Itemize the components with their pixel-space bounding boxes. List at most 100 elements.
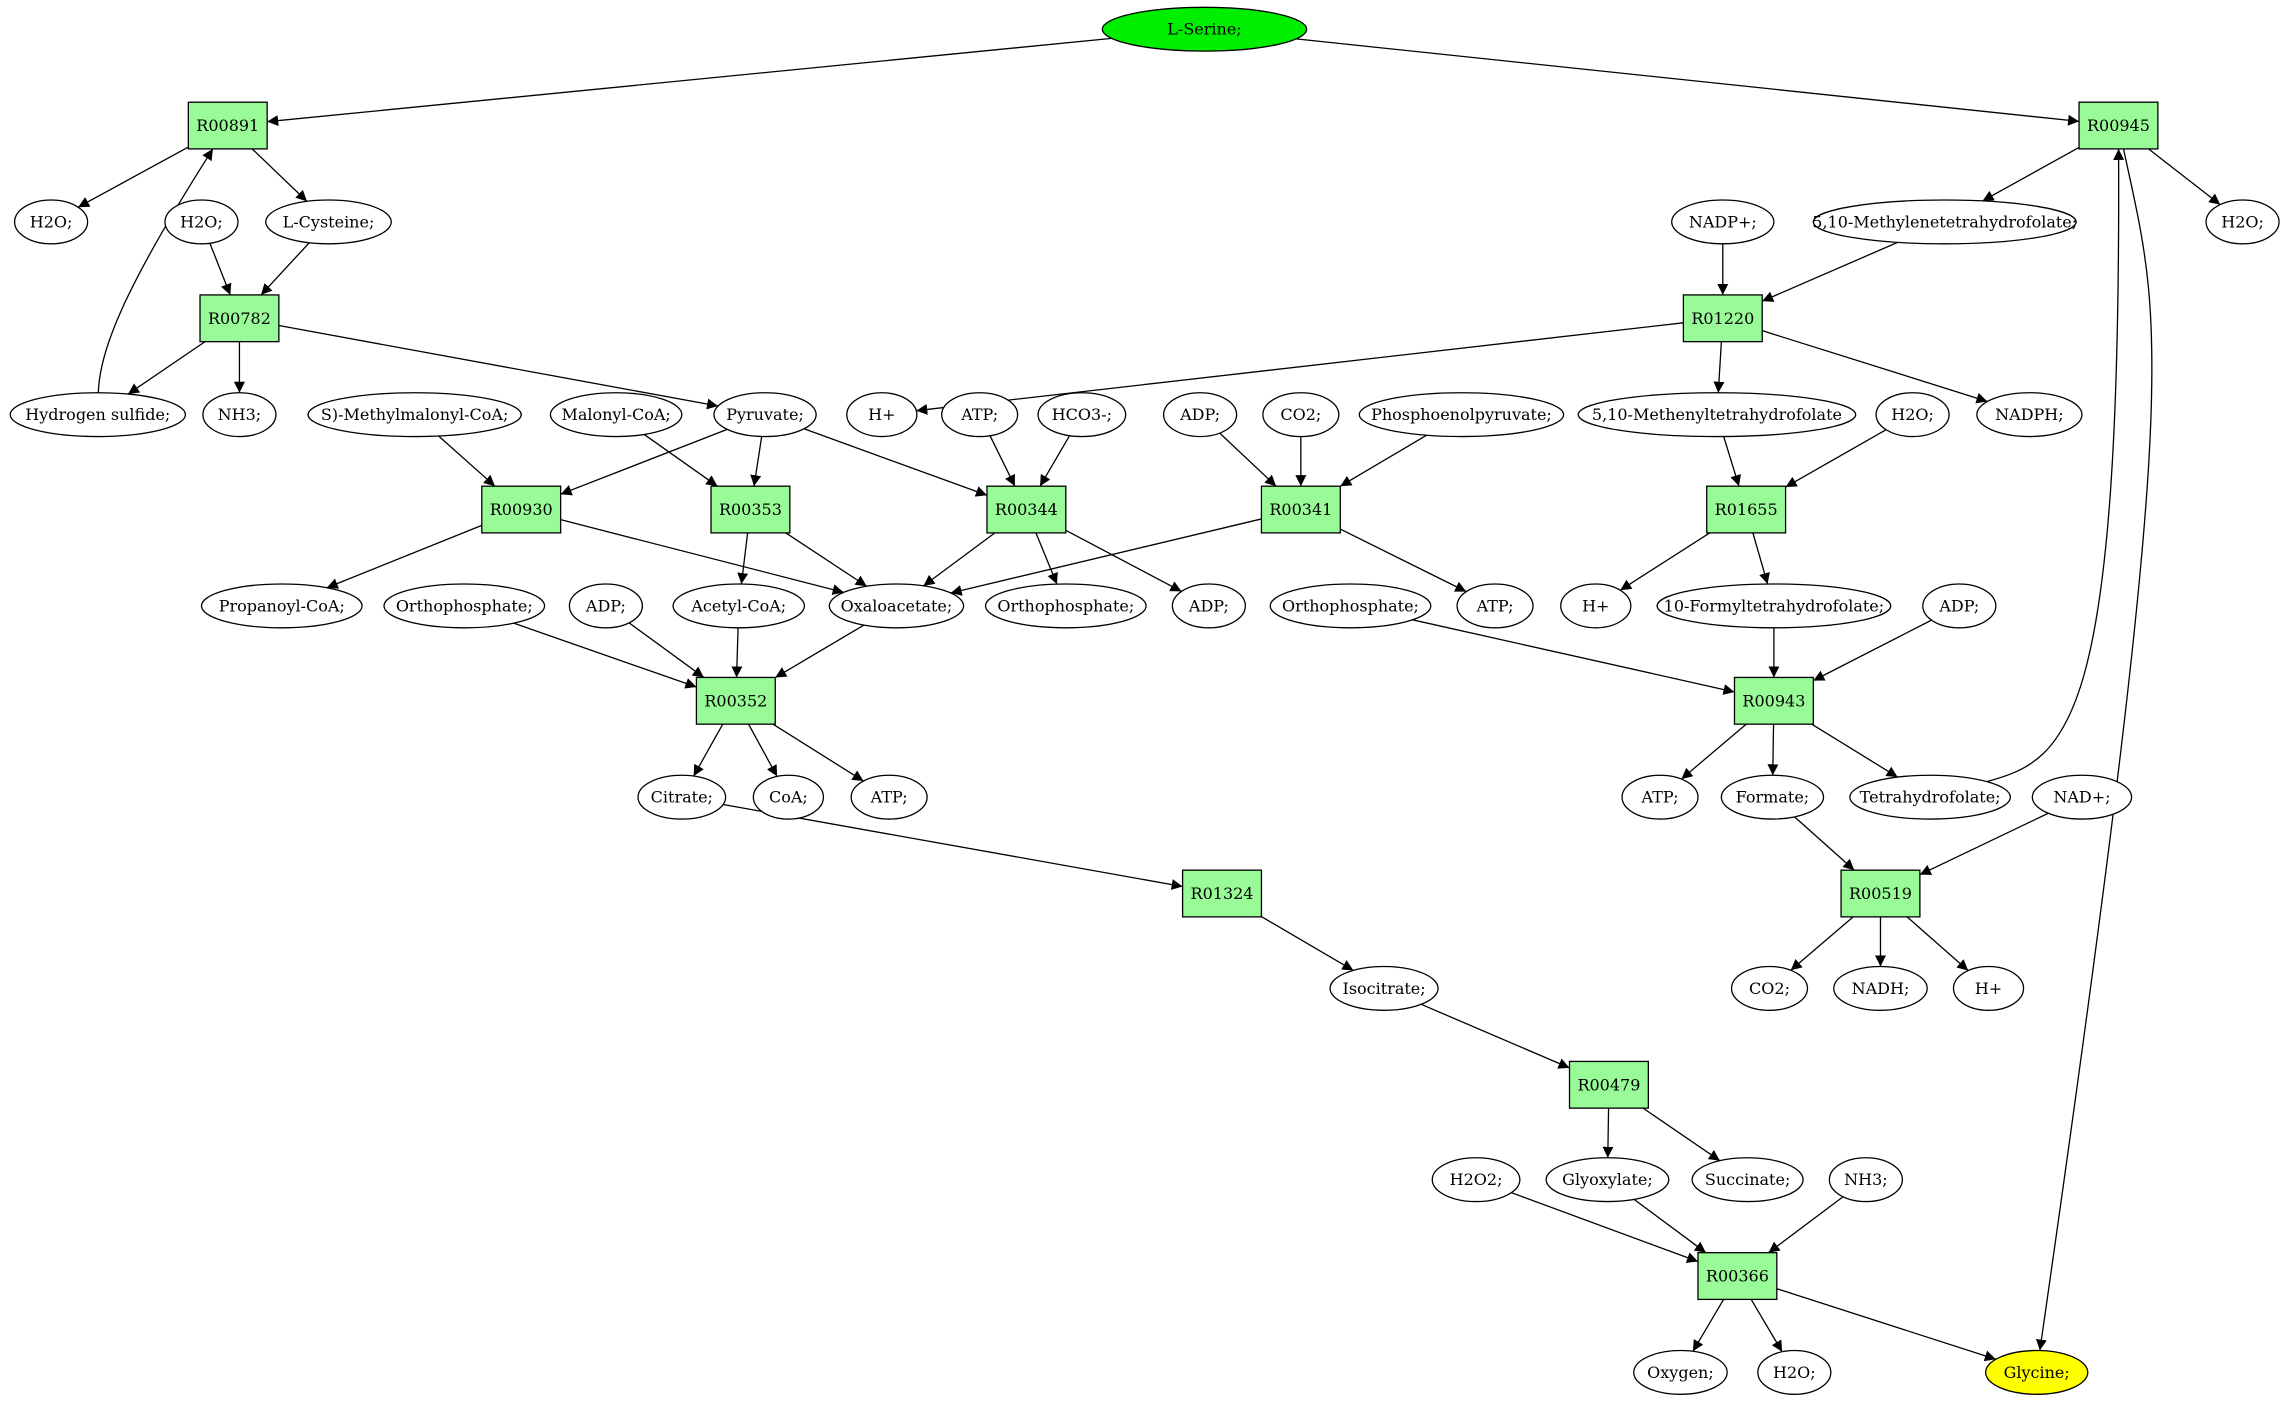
reaction-node-R01324[interactable]: R01324: [1181, 869, 1263, 918]
compound-node-succinate[interactable]: Succinate;: [1691, 1157, 1804, 1203]
node-label: Hydrogen sulfide;: [25, 405, 170, 424]
compound-node-pyruvate[interactable]: Pyruvate;: [713, 392, 817, 438]
reaction-node-R00519[interactable]: R00519: [1840, 869, 1921, 918]
compound-node-hplus_b[interactable]: H+: [1560, 583, 1632, 629]
reaction-node-R00352[interactable]: R00352: [695, 676, 776, 725]
compound-ellipse: [1812, 199, 2077, 245]
compound-node-nadh[interactable]: NADH;: [1833, 965, 1928, 1011]
reaction-node-R01220[interactable]: R01220: [1682, 294, 1763, 343]
compound-ellipse: [383, 583, 546, 629]
compound-node-nh3_b[interactable]: NH3;: [1828, 1157, 1904, 1203]
compound-node-formate[interactable]: Formate;: [1720, 774, 1825, 820]
reaction-node-R00945[interactable]: R00945: [2078, 101, 2159, 150]
compound-ellipse: [1730, 965, 1809, 1011]
reaction-node-R00782[interactable]: R00782: [199, 294, 280, 343]
compound-node-h2s[interactable]: Hydrogen sulfide;: [9, 392, 187, 438]
compound-node-atp_a[interactable]: ATP;: [941, 392, 1019, 438]
compound-node-h2o2[interactable]: H2O2;: [1431, 1157, 1521, 1203]
compound-node-glyoxylate[interactable]: Glyoxylate;: [1545, 1157, 1670, 1203]
edge-R00930-to-oaa: [560, 519, 844, 595]
compound-ellipse: [1037, 392, 1127, 438]
compound-node-glycine[interactable]: Glycine;: [1984, 1349, 2089, 1395]
compound-node-mthf[interactable]: 5,10-Methylenetetrahydrofolate;: [1812, 199, 2077, 245]
compound-node-formylthf[interactable]: 10-Formyltetrahydrofolate;: [1656, 583, 1892, 629]
compound-node-nadpplus[interactable]: NADP+;: [1671, 199, 1775, 245]
edge-nadplus-to-R00519: [1919, 812, 2049, 876]
reaction-node-R00344[interactable]: R00344: [986, 485, 1067, 534]
compound-node-citrate[interactable]: Citrate;: [637, 774, 727, 820]
node-label: L-Cysteine;: [283, 212, 375, 231]
reaction-node-R00891[interactable]: R00891: [187, 101, 268, 150]
edge-R00782-to-pyruvate: [278, 324, 719, 410]
edge-mthf-to-R01220: [1761, 241, 1898, 302]
reaction-node-R00943[interactable]: R00943: [1733, 676, 1814, 725]
reaction-node-R00479[interactable]: R00479: [1568, 1060, 1649, 1109]
compound-node-atp_b[interactable]: ATP;: [1456, 583, 1534, 629]
edge-h2s-to-R00891: [97, 148, 214, 393]
reaction-node-R00366[interactable]: R00366: [1697, 1252, 1778, 1301]
compound-node-adp_b[interactable]: ADP;: [568, 583, 644, 629]
node-label: Succinate;: [1705, 1170, 1790, 1189]
compound-node-cysteine[interactable]: L-Cysteine;: [265, 199, 392, 245]
reaction-node-R00353[interactable]: R00353: [710, 485, 791, 534]
compound-node-h2o_c[interactable]: H2O;: [2205, 199, 2280, 245]
node-label: ADP;: [1179, 405, 1220, 424]
compound-node-hplus_c[interactable]: H+: [1952, 965, 2025, 1011]
reaction-box: [2078, 101, 2159, 150]
reaction-node-R00930[interactable]: R00930: [481, 485, 562, 534]
compound-node-smmcoa[interactable]: S)-Methylmalonyl-CoA;: [307, 392, 522, 438]
reaction-box: [1682, 294, 1763, 343]
edge-serine-to-R00891: [267, 37, 1112, 127]
compound-node-atp_d[interactable]: ATP;: [1621, 774, 1699, 820]
edge-adp_a-to-R00341: [1219, 432, 1277, 487]
edge-smmcoa-to-R00930: [438, 435, 496, 487]
compound-node-h2o_d[interactable]: H2O;: [1875, 392, 1950, 438]
reaction-box: [695, 676, 776, 725]
compound-node-nh3_a[interactable]: NH3;: [202, 392, 277, 438]
node-label: NH3;: [1844, 1170, 1888, 1189]
compound-node-adp_d[interactable]: ADP;: [1922, 583, 1997, 629]
compound-node-isocitrate[interactable]: Isocitrate;: [1329, 965, 1439, 1011]
edge-pi_c-to-R00943: [1412, 619, 1735, 695]
compound-node-adp_c[interactable]: ADP;: [1171, 583, 1247, 629]
compound-node-methenyl[interactable]: 5,10-Methenyltetrahydrofolate: [1577, 392, 1857, 438]
compound-node-pi_c[interactable]: Orthophosphate;: [1269, 583, 1432, 629]
edge-R00945-to-mthf: [1982, 146, 2080, 202]
compound-node-co2_a[interactable]: CO2;: [1262, 392, 1340, 438]
node-label: Isocitrate;: [1343, 979, 1426, 998]
node-label: HCO3-;: [1052, 405, 1112, 424]
compound-node-h2o_e[interactable]: H2O;: [1757, 1349, 1832, 1395]
compound-node-atp_c[interactable]: ATP;: [850, 774, 928, 820]
reaction-box: [187, 101, 268, 150]
compound-node-hco3[interactable]: HCO3-;: [1037, 392, 1127, 438]
compound-node-pep[interactable]: Phosphoenolpyruvate;: [1358, 392, 1565, 438]
compound-node-oxygen[interactable]: Oxygen;: [1633, 1349, 1728, 1395]
reaction-node-R01655[interactable]: R01655: [1706, 485, 1787, 534]
compound-node-pi_a[interactable]: Orthophosphate;: [383, 583, 546, 629]
compound-node-malcoa[interactable]: Malonyl-CoA;: [549, 392, 683, 438]
compound-node-adp_a[interactable]: ADP;: [1162, 392, 1238, 438]
compound-node-thf[interactable]: Tetrahydrofolate;: [1849, 774, 2012, 820]
node-label: CO2;: [1280, 405, 1321, 424]
compound-node-pi_b[interactable]: Orthophosphate;: [984, 583, 1147, 629]
compound-node-hplus_a[interactable]: H+: [846, 392, 918, 438]
compound-node-serine[interactable]: L-Serine;: [1101, 6, 1308, 52]
compound-node-h2o_b[interactable]: H2O;: [164, 199, 239, 245]
edge-R00344-to-pi_b: [1035, 532, 1058, 585]
edge-R00479-to-glyoxylate: [1602, 1108, 1614, 1158]
edge-oaa-to-R00352: [774, 624, 865, 679]
compound-node-acetylcoa[interactable]: Acetyl-CoA;: [672, 583, 806, 629]
compound-node-h2o_a[interactable]: H2O;: [13, 199, 89, 245]
compound-ellipse: [265, 199, 392, 245]
edge-R01655-to-hplus_b: [1619, 532, 1711, 591]
compound-node-nadph[interactable]: NADPH;: [1976, 392, 2083, 438]
compound-ellipse: [1171, 583, 1247, 629]
compound-node-co2_b[interactable]: CO2;: [1730, 965, 1809, 1011]
compound-node-nadplus[interactable]: NAD+;: [2031, 774, 2133, 820]
compound-node-propcoa[interactable]: Propanoyl-CoA;: [200, 583, 363, 629]
edge-h2o_d-to-R01655: [1785, 429, 1887, 488]
compound-ellipse: [1577, 392, 1857, 438]
reaction-node-R00341[interactable]: R00341: [1260, 485, 1341, 534]
compound-node-oaa[interactable]: Oxaloacetate;: [828, 583, 965, 629]
compound-node-coa[interactable]: CoA;: [752, 774, 825, 820]
